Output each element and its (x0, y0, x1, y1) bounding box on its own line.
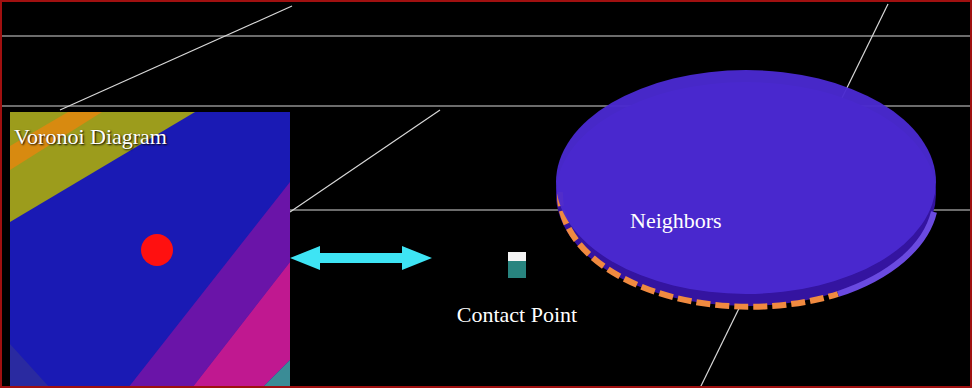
neighbors-disk: Neighbors (548, 62, 948, 314)
contact-point: Contact Point (432, 240, 602, 336)
disk-shape (548, 62, 948, 314)
node-label: Neighbors (630, 208, 722, 234)
node-label: Voronoi Diagram (14, 124, 167, 150)
double-arrow (290, 246, 432, 270)
red-dot (141, 234, 173, 266)
node-label: Contact Point (457, 302, 577, 328)
voronoi-cells (10, 112, 290, 388)
voronoi-panel: Voronoi Diagram (10, 112, 290, 388)
